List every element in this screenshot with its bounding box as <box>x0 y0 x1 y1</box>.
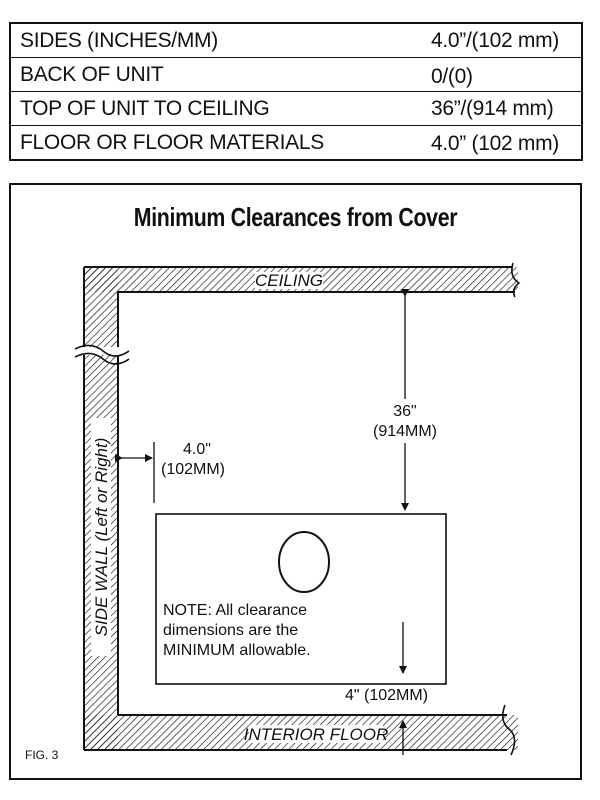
side-dimension-mm: (102MM) <box>161 461 225 478</box>
row-label: SIDES (INCHES/MM) <box>20 29 218 52</box>
table-row: FLOOR OR FLOOR MATERIALS 4.0” (102 mm) <box>10 125 582 160</box>
clearance-diagram: CEILING SIDE WALL (Left or Right) INTERI… <box>25 262 521 762</box>
figure-title: Minimum Clearances from Cover <box>133 202 458 232</box>
table-row: SIDES (INCHES/MM) 4.0”/(102 mm) <box>10 23 582 58</box>
break-mark <box>501 704 516 756</box>
unit-vent-circle <box>278 531 330 593</box>
row-label: BACK OF UNIT <box>10 57 427 92</box>
break-mark <box>511 262 521 298</box>
floor-wall: INTERIOR FLOOR <box>84 704 518 756</box>
ceiling-wall: CEILING <box>84 262 521 298</box>
table-row: TOP OF UNIT TO CEILING 36”/(914 mm) <box>10 91 582 126</box>
top-dimension-mm: (914MM) <box>373 423 437 440</box>
ceiling-label: CEILING <box>255 271 323 290</box>
row-value: 36”/(914 mm) <box>427 91 582 126</box>
break-mark <box>74 352 130 365</box>
note-line: dimensions are the <box>163 622 298 639</box>
figure-number: FIG. 3 <box>25 748 59 762</box>
row-label: FLOOR OR FLOOR MATERIALS <box>10 125 427 160</box>
side-dimension-value: 4.0" <box>183 441 211 458</box>
side-clearance-dimension: 4.0" (102MM) <box>115 441 225 503</box>
bottom-clearance-dimension: 4" (102MM) <box>345 622 428 755</box>
break-mark <box>74 344 130 357</box>
table-row: BACK OF UNIT 0/(0) <box>10 57 582 92</box>
clearance-note: NOTE: All clearance dimensions are the M… <box>163 602 311 659</box>
row-value: 0/(0) <box>427 57 582 92</box>
note-line: NOTE: All clearance <box>163 602 307 619</box>
note-line: MINIMUM allowable. <box>163 642 311 659</box>
top-dimension-value: 36" <box>393 403 416 420</box>
side-wall-label: SIDE WALL (Left or Right) <box>92 438 111 637</box>
row-value: 4.0” (102 mm) <box>427 125 582 160</box>
side-wall: SIDE WALL (Left or Right) <box>74 267 130 750</box>
row-label: TOP OF UNIT TO CEILING <box>10 91 427 126</box>
clearance-figure: Minimum Clearances from Cover CEILING <box>9 183 582 780</box>
unit-cover <box>155 513 447 685</box>
floor-label: INTERIOR FLOOR <box>244 725 389 744</box>
clearance-table: SIDES (INCHES/MM) 4.0”/(102 mm) BACK OF … <box>9 22 583 161</box>
row-value: 4.0”/(102 mm) <box>431 29 559 52</box>
top-clearance-dimension: 36" (914MM) <box>369 289 441 511</box>
bottom-dimension-value: 4" (102MM) <box>345 687 428 704</box>
